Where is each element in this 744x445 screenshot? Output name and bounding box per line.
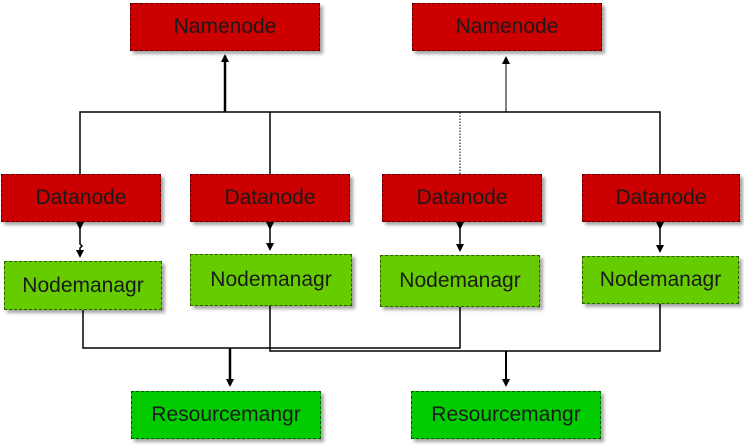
namenode-1: Namenode <box>130 3 320 51</box>
datanode-2: Datanode <box>190 174 350 222</box>
nodemanager-3: Nodemanagr <box>380 255 540 307</box>
datanode-4: Datanode <box>582 174 740 222</box>
datanode-3: Datanode <box>382 174 542 222</box>
nodemanager-2: Nodemanagr <box>190 254 352 306</box>
datanode-to-namenode-connectors <box>79 54 661 174</box>
nodemanager-to-resourcemanager-connectors <box>82 304 661 387</box>
nodemanager-4: Nodemanagr <box>582 256 739 304</box>
connector-bus-rm1 <box>82 307 461 349</box>
datanode-1: Datanode <box>1 174 161 222</box>
resourcemanager-2: Resourcemangr <box>411 391 601 439</box>
connector-dn1-nm1 <box>76 222 84 258</box>
resourcemanager-1: Resourcemangr <box>131 391 321 439</box>
namenode-2: Namenode <box>412 3 602 51</box>
connector-bus-top <box>79 111 661 174</box>
datanode-nodemanager-connectors <box>76 222 664 258</box>
nodemanager-1: Nodemanagr <box>4 261 162 310</box>
connector-bus-rm2 <box>269 304 661 352</box>
